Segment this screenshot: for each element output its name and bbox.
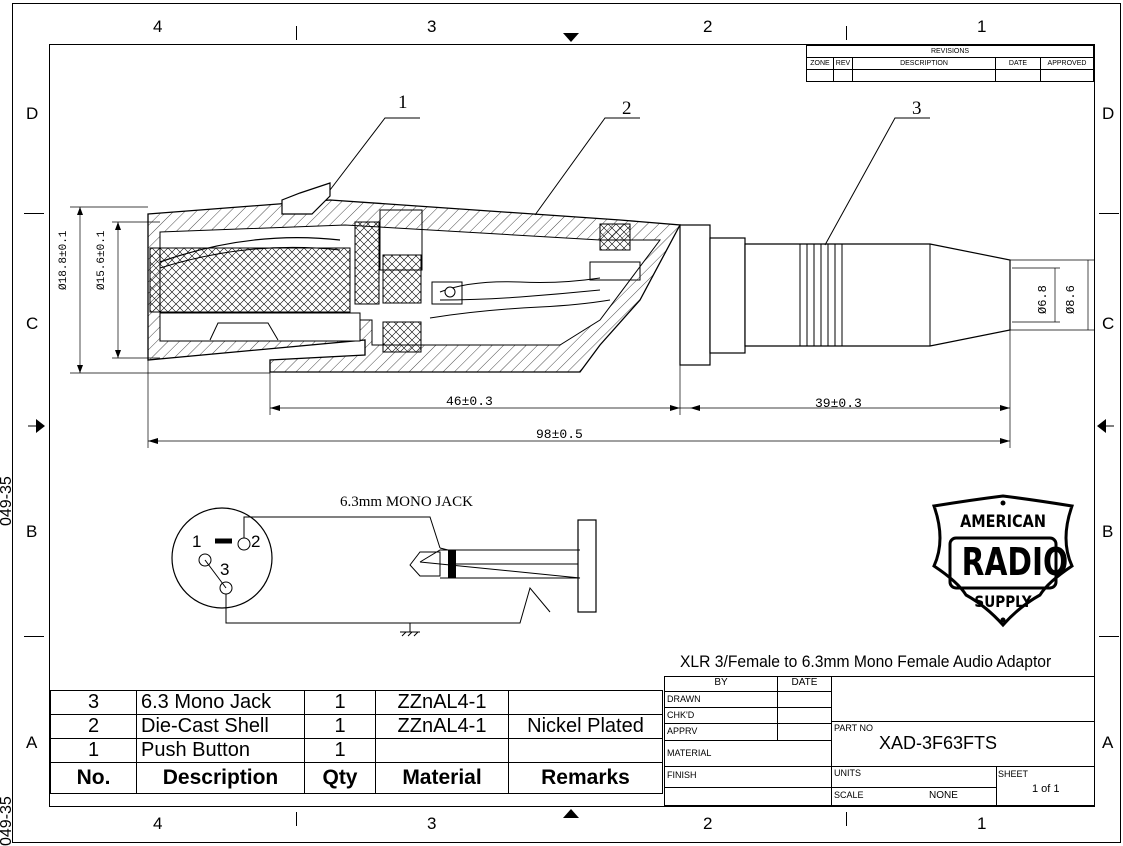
zone-label: 4 <box>153 814 163 833</box>
bom-header-material: Material <box>375 762 509 794</box>
tb-scale-label: SCALE <box>834 790 864 800</box>
zone-label: D <box>1102 104 1115 123</box>
tb-date: DATE <box>778 677 831 692</box>
tb-sheet-label: SHEET <box>998 769 1029 779</box>
pin-3-label: 3 <box>220 560 230 579</box>
bom-header-description: Description <box>136 762 305 794</box>
balloon-2: 2 <box>622 98 632 119</box>
zone-label: 4 <box>153 17 163 36</box>
bom-header-row: No. Description Qty Material Remarks <box>50 762 663 794</box>
bom-row: 1 Push Button 1 <box>50 738 663 763</box>
zone-label: 3 <box>427 814 437 833</box>
pin-2-label: 2 <box>251 532 261 551</box>
logo-line2: RADIO <box>961 540 1069 584</box>
zone-label: C <box>1102 314 1115 333</box>
tb-scale: NONE <box>929 790 958 801</box>
inner-frame <box>49 44 1095 807</box>
drawing-title: XLR 3/Female to 6.3mm Mono Female Audio … <box>680 652 1052 671</box>
zone-label: D <box>26 104 39 123</box>
jack-label: 6.3mm MONO JACK <box>340 494 473 510</box>
bom-header-remarks: Remarks <box>508 762 663 794</box>
zone-divider <box>24 213 44 214</box>
dim-shell-length: 46±0.3 <box>446 394 493 409</box>
zone-divider <box>846 812 847 826</box>
balloon-1: 1 <box>398 92 408 113</box>
zone-label: 1 <box>977 814 987 833</box>
zone-label: A <box>1102 733 1114 752</box>
revisions-block: REVISIONS ZONE REV DESCRIPTION DATE APPR… <box>806 45 1094 82</box>
zone-divider <box>24 636 44 637</box>
dim-inner-dia: Ø15.6±0.1 <box>96 230 108 290</box>
zone-divider <box>1099 636 1119 637</box>
tb-by: BY <box>665 677 778 692</box>
tb-apprv: APPRV <box>667 726 698 736</box>
zone-label: 2 <box>703 17 713 36</box>
logo-line3: SUPPLY <box>974 592 1032 611</box>
dim-outer-dia: Ø18.8±0.1 <box>58 230 70 290</box>
zone-label: C <box>26 314 39 333</box>
tb-part-no-label: PART NO <box>834 723 874 733</box>
bom-header-no: No. <box>50 762 137 794</box>
tb-finish: FINISH <box>667 770 697 780</box>
dim-total-length: 98±0.5 <box>536 427 583 442</box>
dim-plug-length: 39±0.3 <box>815 396 862 411</box>
zone-divider <box>296 812 297 826</box>
zone-label: 2 <box>703 814 713 833</box>
tb-part-no: XAD-3F63FTS <box>879 733 998 753</box>
zone-label: 3 <box>427 17 437 36</box>
zone-label: B <box>1102 522 1114 541</box>
tb-drawn: DRAWN <box>667 694 701 704</box>
tb-material: MATERIAL <box>667 748 712 758</box>
tb-chkd: CHK'D <box>667 710 695 720</box>
bom-row: 2 Die-Cast Shell 1 ZZnAL4-1 Nickel Plate… <box>50 714 663 739</box>
zone-divider <box>1099 213 1119 214</box>
zone-divider <box>296 26 297 40</box>
tb-sheet: 1 of 1 <box>1032 783 1060 795</box>
zone-divider <box>846 26 847 40</box>
dim-tip-dia-small: Ø6.8 <box>1036 285 1050 314</box>
zone-label: 1 <box>977 17 987 36</box>
dim-tip-dia-large: Ø8.6 <box>1064 285 1078 314</box>
push-button <box>281 182 331 215</box>
balloon-3: 3 <box>912 98 922 119</box>
tb-units: UNITS <box>834 768 861 778</box>
pin-1-label: 1 <box>192 532 202 551</box>
logo-line1: AMERICAN <box>960 512 1046 532</box>
bom-table: 3 6.3 Mono Jack 1 ZZnAL4-1 2 Die-Cast Sh… <box>50 690 663 794</box>
zone-label: B <box>26 522 38 541</box>
outer-frame <box>12 3 1121 843</box>
mono-jack-body <box>744 243 1011 347</box>
zone-label: A <box>26 733 38 752</box>
bom-row: 3 6.3 Mono Jack 1 ZZnAL4-1 <box>50 690 663 715</box>
bom-header-qty: Qty <box>304 762 376 794</box>
title-block: BY DATE DRAWN CHK'D APPRV MATERIAL FINIS… <box>664 676 1095 806</box>
